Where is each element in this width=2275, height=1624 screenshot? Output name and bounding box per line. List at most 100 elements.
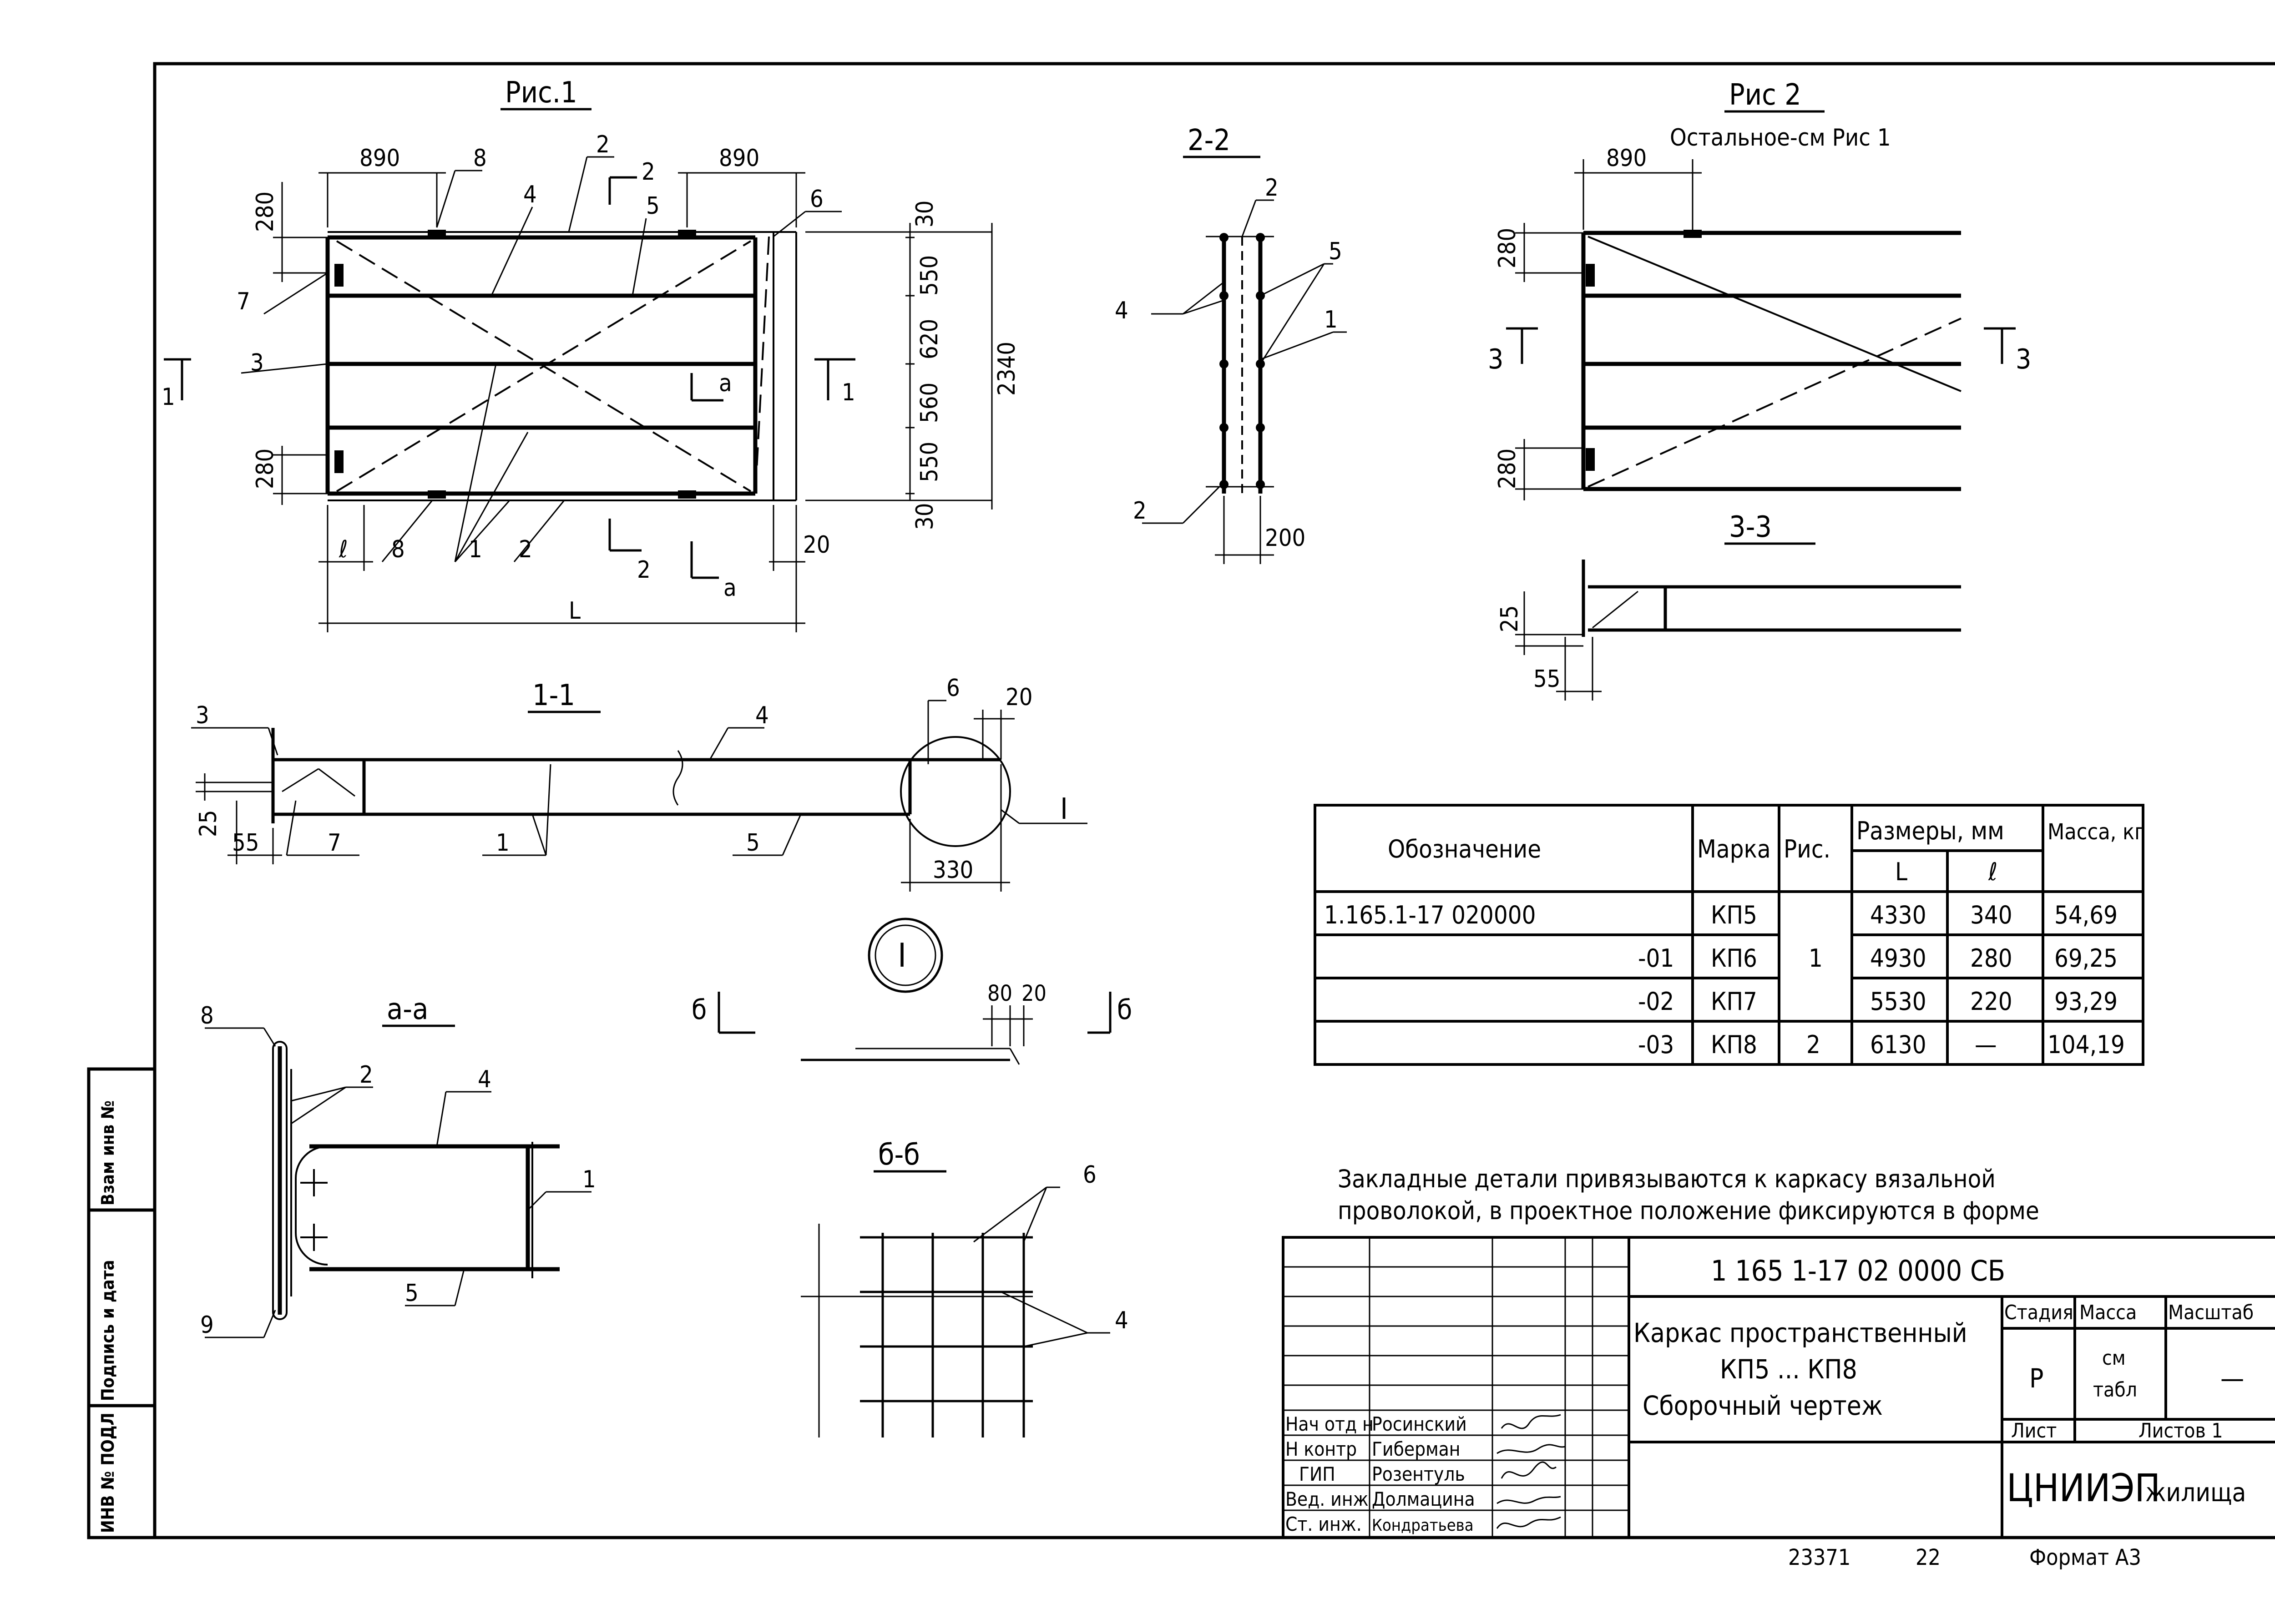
fig1-callout-8-bot: 8 [391, 536, 405, 563]
tb-stadiya: Р [2029, 1363, 2043, 1394]
fig1-dim-280-bot: 280 [252, 449, 279, 489]
tb-name-1: Росинский [1372, 1413, 1467, 1435]
sec11-dim-20: 20 [1006, 684, 1033, 711]
spec-row1-l: 340 [1970, 901, 2012, 929]
fig1-dim-550-b: 550 [916, 442, 943, 482]
sec22-callout-5: 5 [1329, 238, 1342, 265]
fig1-dim-280-top: 280 [252, 192, 279, 232]
spec-row2-L: 4930 [1870, 944, 1926, 973]
tb-role-3: ГИП [1299, 1463, 1335, 1485]
side-podpis: Подпись и дата [98, 1260, 118, 1401]
fig1-section-1-right: 1 [842, 379, 855, 406]
viewb-dim-80: 80 [987, 981, 1012, 1006]
fig1-dim-20: 20 [803, 531, 830, 559]
fig1-callout-4: 4 [523, 181, 537, 208]
sec22-title: 2-2 [1188, 124, 1230, 157]
spec-header-l: ℓ [1988, 857, 1997, 886]
tb-name-4: Долмацина [1372, 1488, 1475, 1510]
fig1-callout-1: 1 [469, 536, 482, 563]
fig1-callout-5: 5 [646, 192, 660, 220]
section-1-1: 1-1 3 [191, 675, 1087, 892]
secaa-callout-2: 2 [359, 1061, 373, 1089]
viewb-label-right: б [1117, 994, 1132, 1026]
tb-name-line-3: Сборочный чертеж [1643, 1390, 1883, 1421]
tb-masshtab: — [2220, 1363, 2244, 1394]
footer-format: Формат А3 [2029, 1545, 2141, 1570]
sec11-callout-3: 3 [196, 702, 209, 729]
sec11-callout-7: 7 [328, 829, 341, 857]
tb-org-1: ЦНИИЭП [2007, 1466, 2160, 1510]
sec11-node-I: I [1060, 792, 1068, 826]
secaa-callout-4: 4 [478, 1066, 491, 1093]
tb-name-line-2: КП5 ... КП8 [1720, 1354, 1857, 1385]
side-stamp: ИНВ № ПОДЛ Подпись и дата Взам инв № [98, 1100, 118, 1533]
fig1-callout-7: 7 [237, 288, 250, 315]
drawing-frame [87, 62, 2275, 1539]
tb-listov: Листов 1 [2138, 1419, 2223, 1442]
fig2-section-3-left: 3 [1488, 343, 1503, 375]
sec33-dim-25: 25 [1496, 605, 1523, 632]
fig1-dim-890-right: 890 [719, 145, 759, 172]
footer-page: 22 [1916, 1545, 1941, 1570]
fig1-section-a-top: а [719, 370, 732, 397]
viewb-dim-20: 20 [1021, 981, 1046, 1006]
tb-role-4: Вед. инж [1285, 1488, 1369, 1510]
spec-row2-l: 280 [1970, 944, 2012, 973]
side-inv-podl: ИНВ № ПОДЛ [98, 1412, 118, 1533]
tb-name-5: Кондратьева [1372, 1516, 1474, 1535]
fig1-dim-550-a: 550 [916, 255, 943, 296]
fig1-dim-30-bot: 30 [911, 503, 939, 530]
spec-row1-oboz: 1.165.1-17 020000 [1324, 901, 1536, 929]
figure-2: Рис 2 Остальное-см Рис 1 [1488, 78, 2031, 500]
fig1-callout-2-bot: 2 [519, 536, 532, 563]
secaa-callout-5: 5 [405, 1280, 419, 1307]
note-line-1: Закладные детали привязываются к каркасу… [1338, 1165, 1996, 1193]
tb-stadiya-header: Стадия [2004, 1301, 2073, 1324]
spec-header-massa: Масса, кг [2048, 819, 2145, 845]
fig1-title: Рис.1 [505, 76, 577, 110]
fig1-callout-2-top: 2 [596, 131, 610, 158]
spec-row4-l: — [1975, 1030, 1997, 1059]
sec11-dim-330: 330 [933, 857, 973, 884]
spec-row2-marka: КП6 [1711, 944, 1757, 973]
tb-name-3: Розентуль [1372, 1463, 1465, 1485]
sec11-detail-circle [900, 736, 1011, 847]
sec11-callout-4: 4 [755, 702, 769, 729]
sec11-title: 1-1 [532, 679, 575, 712]
spec-row3-l: 220 [1970, 987, 2012, 1016]
fig2-section-3-right: 3 [2016, 343, 2031, 375]
fig2-dim-280-bot: 280 [1494, 449, 1521, 489]
spec-row1-marka: КП5 [1711, 901, 1757, 929]
fig2-subtitle: Остальное-см Рис 1 [1670, 124, 1891, 151]
fig1-dim-620: 620 [916, 319, 943, 359]
spec-row2-oboz: -01 [1638, 944, 1674, 973]
fig1-dim-30-top: 30 [911, 200, 939, 227]
sec11-dim-25: 25 [195, 810, 222, 837]
side-vzam: Взам инв № [98, 1100, 118, 1205]
footer-number: 23371 [1788, 1545, 1850, 1570]
tb-role-2: Н контр [1285, 1438, 1357, 1460]
sec22-callout-2-bot: 2 [1133, 497, 1147, 525]
spec-row4-ris: 2 [1806, 1030, 1820, 1059]
note-line-2: проволокой, в проектное положение фиксир… [1338, 1196, 2039, 1225]
sec33-title: 3-3 [1729, 510, 1772, 544]
spec-row2-ris: 1 [1809, 944, 1823, 973]
fig1-callout-6: 6 [810, 186, 824, 213]
fig1-dim-l: ℓ [339, 536, 348, 563]
tb-massa-2: табл [2093, 1378, 2137, 1402]
tb-masshtab-header: Масштаб [2168, 1301, 2254, 1324]
section-2-2: 2-2 2 5 4 1 [1115, 124, 1347, 564]
spec-row4-L: 6130 [1870, 1030, 1926, 1059]
figure-1: Рис.1 [162, 76, 1021, 632]
spec-header-oboznachenie: Обозначение [1388, 835, 1541, 863]
tb-massa-header: Масса [2079, 1301, 2137, 1324]
sec11-callout-6: 6 [946, 675, 960, 702]
fig2-title: Рис 2 [1729, 78, 1801, 112]
spec-row2-massa: 69,25 [2054, 944, 2118, 973]
tb-list: Лист [2011, 1419, 2057, 1442]
secaa-title: а-а [387, 993, 428, 1026]
section-a-a: а-а 8 2 4 1 9 [200, 993, 596, 1339]
fig1-dim-L: L [569, 597, 581, 625]
signatures [1496, 1414, 1566, 1529]
